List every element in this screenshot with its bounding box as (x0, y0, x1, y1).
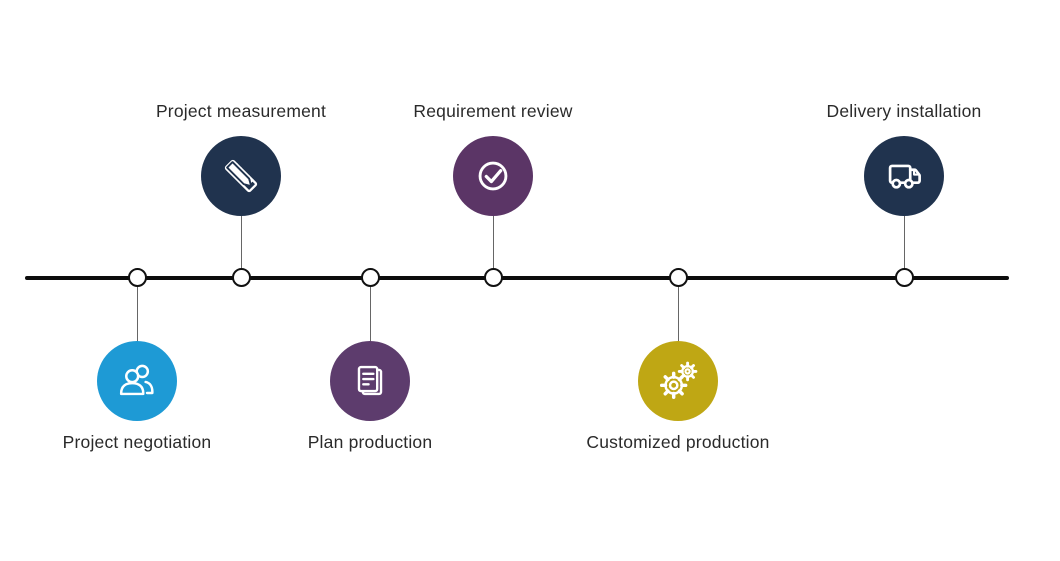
truck-icon (888, 164, 921, 189)
step-label: Requirement review (413, 101, 573, 121)
step-label: Delivery installation (826, 101, 982, 121)
timeline-step-project-measurement: Project measurement (131, 0, 351, 561)
timeline-step-customized-production: Customized production (568, 0, 788, 561)
timeline-step-requirement-review: Requirement review (383, 0, 603, 561)
step-label: Plan production (307, 432, 433, 452)
timeline-step-plan-production: Plan production (260, 0, 480, 561)
step-icon-circle (638, 341, 718, 421)
ruler-pencil-icon (224, 159, 258, 193)
step-icon-circle (201, 136, 281, 216)
connector-line (370, 280, 371, 342)
timeline-node-dot (483, 268, 503, 287)
timeline-node-dot (668, 268, 688, 287)
timeline-node-dot (360, 268, 380, 287)
connector-line (137, 280, 138, 342)
gears-icon (659, 361, 698, 400)
step-label: Customized production (586, 432, 770, 452)
timeline-node-dot (894, 268, 914, 287)
step-label: Project measurement (155, 101, 327, 121)
timeline-node-dot (231, 268, 251, 287)
step-icon-circle (97, 341, 177, 421)
step-icon-circle (453, 136, 533, 216)
connector-line (904, 215, 905, 277)
timeline-step-delivery-installation: Delivery installation (794, 0, 1014, 561)
connector-line (493, 215, 494, 277)
connector-line (241, 215, 242, 277)
step-label: Project negotiation (62, 432, 212, 452)
timeline-step-project-negotiation: Project negotiation (27, 0, 247, 561)
timeline-node-dot (127, 268, 147, 287)
step-icon-circle (330, 341, 410, 421)
document-icon (357, 365, 383, 396)
timeline-line (25, 276, 1009, 280)
check-circle-icon (478, 161, 508, 191)
people-icon (119, 364, 154, 396)
step-icon-circle (864, 136, 944, 216)
connector-line (678, 280, 679, 342)
